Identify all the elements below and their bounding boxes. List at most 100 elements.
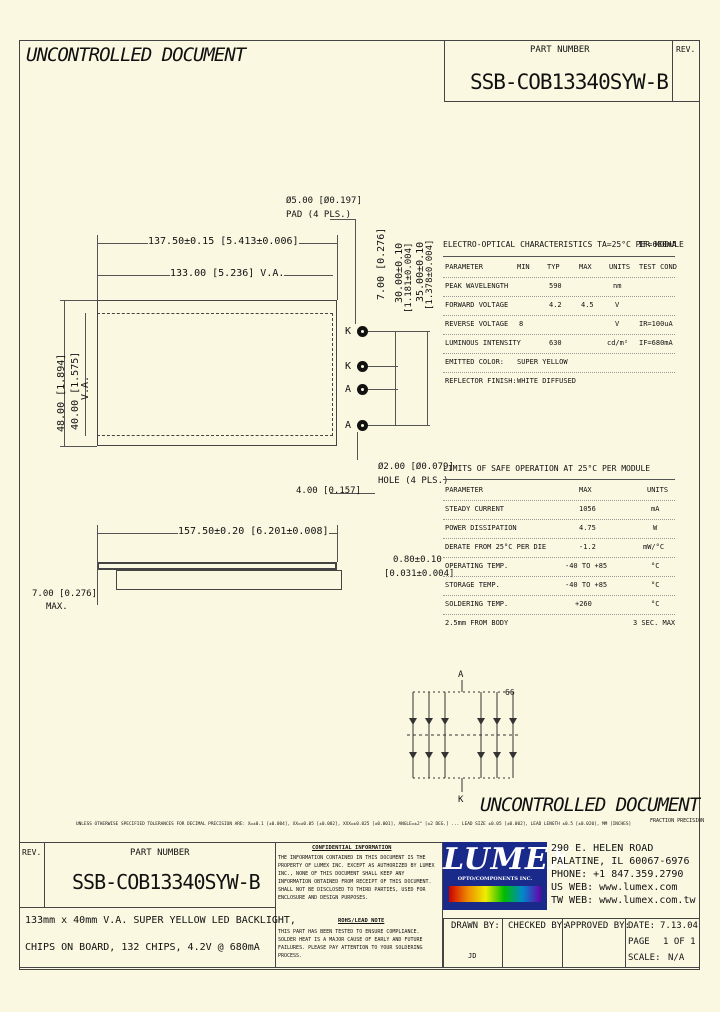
pin-pad (357, 420, 368, 431)
dim-line (337, 525, 338, 562)
dim-pad: Ø5.00 [Ø0.197] (286, 196, 362, 206)
date-value: 7.13.04 (660, 921, 698, 931)
pin-pad (357, 326, 368, 337)
dim-line (368, 366, 398, 367)
date-label: DATE: (628, 921, 656, 931)
lim-row: OPERATING TEMP. -40 TO +85 °C (443, 557, 675, 577)
leader (355, 219, 356, 324)
tolerance-note: UNLESS OTHERWISE SPECIFIED TOLERANCES FO… (76, 822, 632, 827)
eo-row: FORWARD VOLTAGE 4.2 4.5 V (443, 296, 675, 316)
uncontrolled-footer: UNCONTROLLED DOCUMENT (480, 794, 700, 816)
dim-pad2: PAD (4 PLS.) (286, 210, 352, 220)
dim-len-overall: 137.50±0.15 [5.413±0.006] (148, 236, 299, 247)
dim-30-in: [1.181±0.004] (404, 242, 414, 313)
description-2: CHIPS ON BOARD, 132 CHIPS, 4.2V @ 680mA (25, 942, 260, 953)
dim-line (368, 389, 398, 390)
description-box (19, 907, 276, 968)
dim-height-va2: V.A. (80, 375, 91, 400)
part-number: SSB-COB13340SYW-B (470, 70, 669, 94)
conf-text: THE INFORMATION CONTAINED IN THIS DOCUME… (278, 855, 435, 901)
fraction-note: FRACTION PRECISION (650, 818, 705, 824)
address-5: TW WEB: www.lumex.com.tw (551, 895, 696, 906)
lim-row: STEADY CURRENT 1056 mA (443, 500, 675, 520)
footer-part-number: SSB-COB13340SYW-B (72, 870, 261, 894)
eo-title: ELECTRO-OPTICAL CHARACTERISTICS TA=25°C … (443, 240, 684, 249)
dim-line (368, 425, 430, 426)
lim-row: 2.5mm FROM BODY 3 SEC. MAX (445, 619, 676, 627)
address-3: PHONE: +1 847.359.2790 (551, 869, 684, 880)
dim-thick-in: [0.031±0.004] (384, 569, 455, 579)
lim-row: POWER DISSIPATION 4.75 W (443, 519, 675, 539)
dim-line (97, 235, 98, 300)
dim-35-in: [1.378±0.004] (425, 239, 435, 310)
dim-line (85, 313, 86, 436)
dim-line (64, 300, 65, 446)
dim-thick: 0.80±0.10 (393, 555, 442, 565)
date-box (625, 918, 700, 968)
pin-label: K (345, 361, 352, 372)
circuit-cathode: K (458, 795, 464, 805)
eo-rule (443, 256, 675, 257)
pin-label: A (345, 384, 352, 395)
lim-title: LIMITS OF SAFE OPERATION AT 25°C PER MOD… (443, 464, 651, 473)
lumex-logo: LUMEX OPTO/COMPONENTS INC. (443, 842, 572, 910)
description-1: 133mm x 40mm V.A. SUPER YELLOW LED BACKL… (25, 915, 296, 926)
pin-label: A (345, 420, 352, 431)
address-4: US WEB: www.lumex.com (551, 882, 678, 893)
dim-line (97, 525, 98, 562)
drawn-label: DRAWN BY: (451, 921, 500, 931)
dim-len-va: 133.00 [5.236] V.A. (170, 268, 285, 279)
side-housing (116, 570, 342, 590)
lim-rule (443, 479, 675, 480)
leader (330, 219, 355, 220)
scale-value: N/A (668, 953, 685, 963)
dim-7: 7.00 [0.276] (376, 227, 387, 300)
viewing-area (97, 313, 333, 436)
dim-max: MAX. (46, 602, 68, 612)
circuit-anode: A (458, 670, 464, 680)
dim-line (330, 493, 375, 494)
eo-header-row: PARAMETER MIN TYP MAX UNITS TEST COND (443, 258, 677, 278)
lim-row: STORAGE TEMP. -40 TO +85 °C (443, 576, 675, 596)
address-1: 290 E. HELEN ROAD (551, 843, 654, 854)
dim-line (368, 331, 430, 332)
confidential-box (275, 842, 443, 968)
footer-part-label: PART NUMBER (130, 848, 190, 858)
uncontrolled-title: UNCONTROLLED DOCUMENT (26, 44, 246, 66)
lim-header-row: PARAMETER MAX UNITS (443, 481, 675, 501)
dim-line (337, 235, 338, 300)
scale-label: SCALE: (628, 953, 661, 963)
rohs-title: ROHS/LEAD NOTE (338, 918, 385, 924)
eo-row: EMITTED COLOR: SUPER YELLOW (443, 353, 675, 373)
eo-row: PEAK WAVELENGTH 590 nm (443, 277, 675, 297)
pin-pad (357, 361, 368, 372)
dim-line (60, 300, 97, 301)
leader (357, 432, 358, 460)
drawn-value: JD (468, 952, 477, 960)
header-rev-box (672, 40, 700, 102)
pin-label: K (345, 326, 352, 337)
eo-row: LUMINOUS INTENSITY 630 cd/m² IF=680mA (443, 334, 675, 354)
approved-label: APPROVED BY: (565, 921, 631, 931)
dim-line (395, 331, 396, 425)
footer-rev-label: REV. (22, 848, 42, 857)
dim-side-len: 157.50±0.20 [6.201±0.008] (178, 526, 329, 537)
dim-line (60, 446, 97, 447)
dim-line (427, 331, 428, 425)
pin-pad (357, 384, 368, 395)
part-number-label: PART NUMBER (530, 45, 590, 55)
side-board (97, 562, 337, 570)
eo-row: REFLECTOR FINISH: WHITE DIFFUSED (445, 377, 577, 385)
dim-height-overall: 48.00 [1.894] (56, 353, 67, 432)
dim-hole: Ø2.00 [Ø0.079] (378, 462, 454, 472)
dim-max-h: 7.00 [0.276] (32, 589, 98, 599)
lim-row: DERATE FROM 25°C PER DIE -1.2 mW/°C (443, 538, 675, 558)
eo-row: REVERSE VOLTAGE 8 V IR=100uA (443, 315, 675, 335)
checked-label: CHECKED BY: (508, 921, 568, 931)
page-value: 1 OF 1 (663, 937, 696, 947)
dim-line (97, 545, 98, 605)
drawing-frame (19, 40, 700, 970)
rohs-text: THIS PART HAS BEEN TESTED TO ENSURE COMP… (278, 929, 423, 959)
address-2: PALATINE, IL 60067-6976 (551, 856, 690, 867)
dim-4: 4.00 [0.157] (296, 486, 362, 496)
